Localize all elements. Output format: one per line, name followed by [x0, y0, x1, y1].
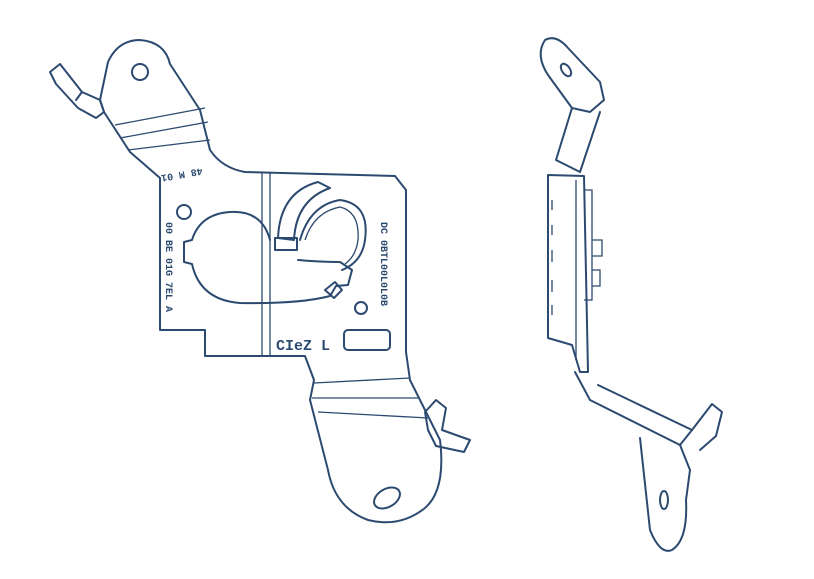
side-top-ear — [539, 37, 605, 113]
bottom-right-tab — [424, 399, 471, 453]
front-view: 48 M 01 00 BE 01G 7EL A DC 0BTL00L0L0B C… — [49, 39, 471, 524]
part-number: DC 0BTL00L0L0B — [377, 222, 388, 306]
side-upper-arm — [555, 107, 601, 173]
side-top-hole — [559, 62, 573, 78]
center-rib — [261, 172, 271, 356]
clip-arc-outer — [277, 181, 331, 241]
locating-hole-right — [354, 301, 368, 315]
marking: CIeZ L — [276, 338, 330, 355]
part-code-left: 00 BE 01G 7EL A — [162, 222, 173, 312]
keyhole-cutout — [183, 210, 353, 305]
main-plate-outline — [99, 39, 443, 524]
bottom-slot-hole — [373, 486, 401, 510]
label-box — [343, 329, 391, 351]
side-lower-tab — [691, 403, 723, 451]
bend-lines-top — [114, 107, 211, 151]
locating-hole-left — [176, 204, 192, 220]
side-lower-arm — [574, 371, 693, 446]
side-view — [539, 37, 723, 552]
part-code-top: 48 M 01 — [160, 164, 203, 182]
clip-arc-inner — [299, 199, 367, 271]
side-plate-detail — [575, 180, 603, 360]
side-bottom-hole — [659, 490, 669, 510]
top-left-tab — [49, 63, 105, 119]
small-tab — [324, 281, 343, 299]
side-bottom-ear — [639, 437, 691, 552]
clip-arc-detail — [304, 206, 359, 265]
side-plate — [547, 174, 589, 373]
clip-tab — [274, 237, 298, 251]
top-mount-hole — [131, 63, 149, 81]
bend-lines-bottom — [312, 377, 429, 419]
